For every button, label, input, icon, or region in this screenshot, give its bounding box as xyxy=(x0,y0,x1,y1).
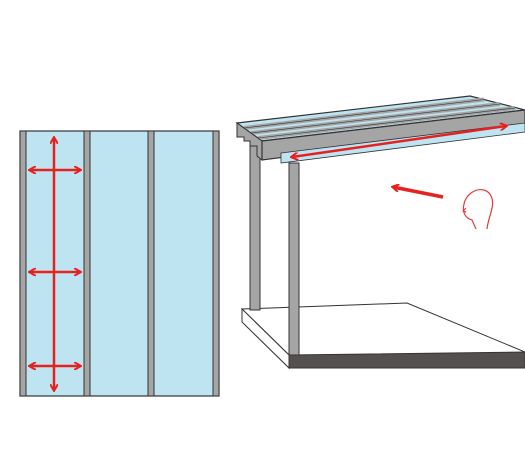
panel-front-view xyxy=(19,130,220,397)
floor-slab-top xyxy=(240,302,525,356)
floor-slab-front-face xyxy=(288,351,525,369)
view-direction-arrow xyxy=(393,187,444,199)
glazing-bar-1 xyxy=(83,130,91,397)
pergola-perspective xyxy=(235,95,525,370)
glazing-bar-right xyxy=(212,130,220,397)
post-back xyxy=(249,142,261,311)
roof-length-arrow xyxy=(292,126,506,157)
glazing-bar-2 xyxy=(147,130,155,397)
glazing-bar-left xyxy=(19,130,27,397)
viewer-head-icon xyxy=(462,189,494,230)
measure-arrows xyxy=(30,138,80,390)
post-front xyxy=(288,162,300,356)
